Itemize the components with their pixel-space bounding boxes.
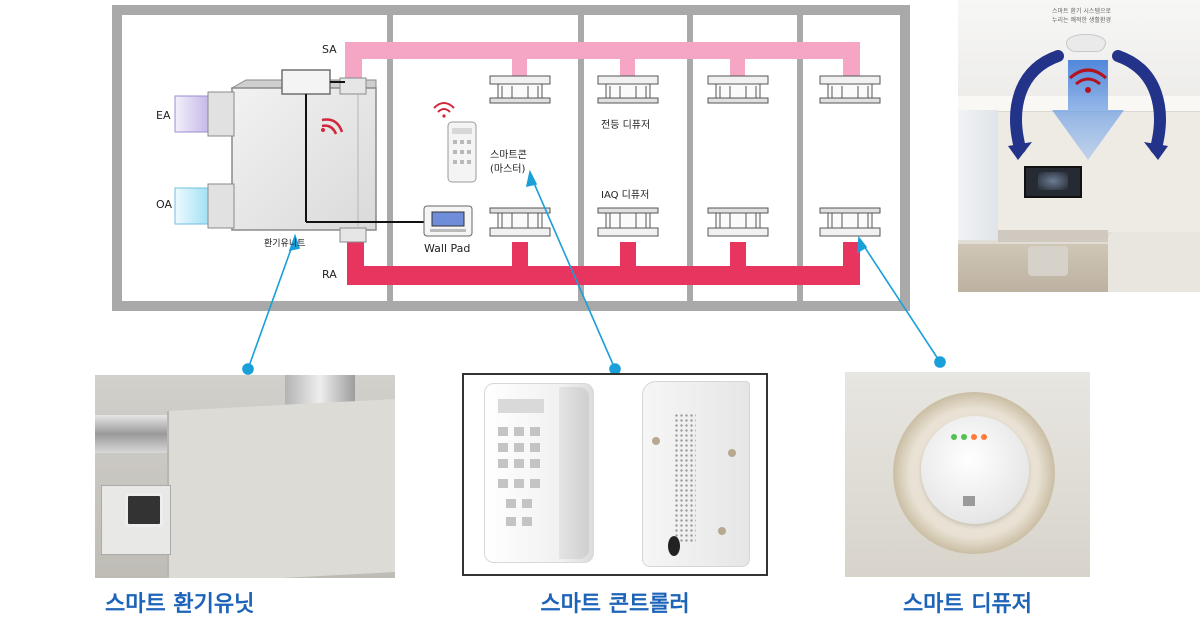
oa-label: OA bbox=[156, 198, 172, 211]
unit-label: 환기유니트 bbox=[264, 239, 306, 249]
caption-smart-controller: 스마트 콘트롤러 bbox=[540, 592, 690, 617]
sa-diffusers bbox=[489, 75, 881, 104]
lighting-diffuser-label: 전등 디퓨저 bbox=[601, 120, 651, 131]
ventilation-unit bbox=[207, 69, 377, 243]
controller-button bbox=[514, 479, 524, 488]
controller-button bbox=[514, 427, 524, 436]
ra-diffuser bbox=[819, 207, 881, 237]
controller-button bbox=[514, 443, 524, 452]
smartcon-label-line2: (마스터) bbox=[490, 164, 526, 175]
room-text-line1: 스마트 환기 시스템으로 bbox=[1052, 8, 1112, 15]
ra-duct bbox=[347, 238, 860, 285]
smart-diffuser-photo bbox=[845, 372, 1090, 577]
smartcon-label-line1: 스마트콘 bbox=[490, 150, 527, 161]
ra-diffuser bbox=[489, 207, 551, 237]
callout-lines bbox=[242, 169, 946, 375]
ra-diffusers bbox=[489, 207, 881, 237]
sa-label: SA bbox=[322, 43, 337, 56]
room-text-line2: 누리는 쾌적한 생활환경 bbox=[1052, 17, 1112, 24]
airflow-arrows bbox=[1008, 50, 1168, 160]
controller-button bbox=[522, 517, 532, 526]
controller-button bbox=[498, 459, 508, 468]
smart-controller-photo bbox=[462, 373, 768, 576]
sa-diffuser bbox=[597, 75, 659, 104]
controller-button bbox=[498, 443, 508, 452]
wallpad-label: Wall Pad bbox=[424, 242, 471, 255]
sa-diffuser bbox=[819, 75, 881, 104]
smart-ventilation-unit-photo bbox=[95, 375, 395, 578]
controller-button bbox=[530, 479, 540, 488]
controller-button bbox=[522, 499, 532, 508]
controller-button bbox=[498, 427, 508, 436]
ceiling-diffuser-icon bbox=[1066, 34, 1106, 52]
caption-smart-diffuser: 스마트 디퓨저 bbox=[902, 592, 1033, 617]
wifi-icon bbox=[1069, 68, 1107, 93]
controller-button bbox=[530, 443, 540, 452]
controller-button bbox=[530, 427, 540, 436]
room-photo: 스마트 환기 시스템으로 누리는 쾌적한 생활환경 bbox=[958, 0, 1200, 292]
iaq-diffuser-label: IAQ 디퓨저 bbox=[601, 190, 650, 201]
room-dividers bbox=[387, 14, 803, 302]
ra-diffuser bbox=[597, 207, 659, 237]
ra-diffuser bbox=[707, 207, 769, 237]
control-wiring bbox=[305, 81, 424, 223]
sa-diffuser bbox=[707, 75, 769, 104]
wall-pad bbox=[423, 205, 473, 237]
sa-duct bbox=[345, 42, 860, 86]
controller-button bbox=[506, 499, 516, 508]
smart-controller-device bbox=[433, 102, 477, 183]
sa-diffuser bbox=[489, 75, 551, 104]
controller-button bbox=[530, 459, 540, 468]
wifi-icon bbox=[321, 118, 344, 135]
controller-button bbox=[514, 459, 524, 468]
ea-label: EA bbox=[156, 109, 171, 122]
caption-ventilation-unit: 스마트 환기유닛 bbox=[105, 592, 255, 617]
controller-mount-holes bbox=[652, 437, 736, 556]
controller-button bbox=[498, 479, 508, 488]
controller-buttons bbox=[498, 399, 544, 526]
controller-button bbox=[506, 517, 516, 526]
ra-label: RA bbox=[322, 268, 337, 281]
